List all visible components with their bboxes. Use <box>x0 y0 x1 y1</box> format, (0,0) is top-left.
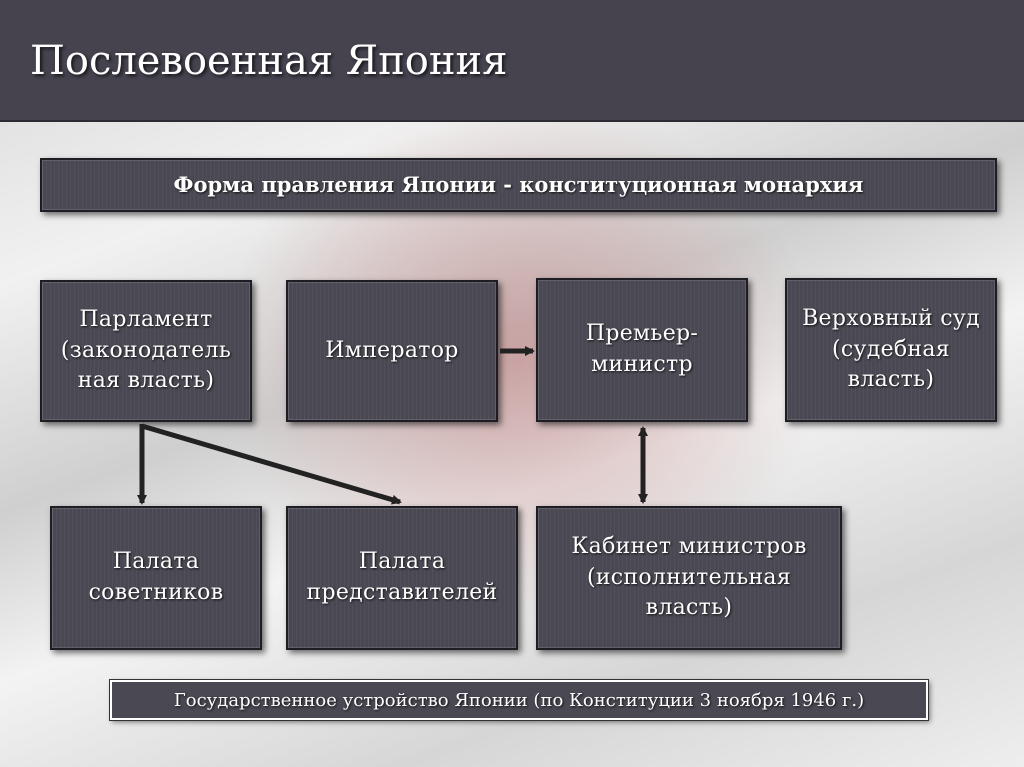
title-bar: Послевоенная Япония <box>0 0 1024 122</box>
diagram-caption: Государственное устройство Японии (по Ко… <box>109 679 929 721</box>
house-councillors-label: Палата советников <box>88 549 224 605</box>
government-form-header: Форма правления Японии - конституционная… <box>40 158 997 212</box>
prime-minister-label: Премьер- министр <box>585 321 699 377</box>
slide-title: Послевоенная Япония <box>30 38 508 84</box>
cabinet-label: Кабинет министров (исполнительная власть… <box>571 533 807 621</box>
government-form-text: Форма правления Японии - конституционная… <box>173 172 864 198</box>
house-representatives-box: Палата представителей <box>286 506 518 650</box>
house-representatives-label: Палата представителей <box>306 549 498 605</box>
emperor-box: Император <box>286 280 498 422</box>
emperor-label: Император <box>325 337 459 363</box>
parliament-box: Парламент (законодатель ная власть) <box>40 280 252 422</box>
supreme-court-box: Верховный суд (судебная власть) <box>785 278 997 422</box>
parliament-label: Парламент (законодатель ная власть) <box>60 306 232 394</box>
arrow-parliament-to-representatives <box>141 423 402 505</box>
house-councillors-box: Палата советников <box>50 506 262 650</box>
prime-minister-box: Премьер- министр <box>536 278 748 422</box>
supreme-court-label: Верховный суд (судебная власть) <box>802 305 980 393</box>
cabinet-box: Кабинет министров (исполнительная власть… <box>536 506 842 650</box>
